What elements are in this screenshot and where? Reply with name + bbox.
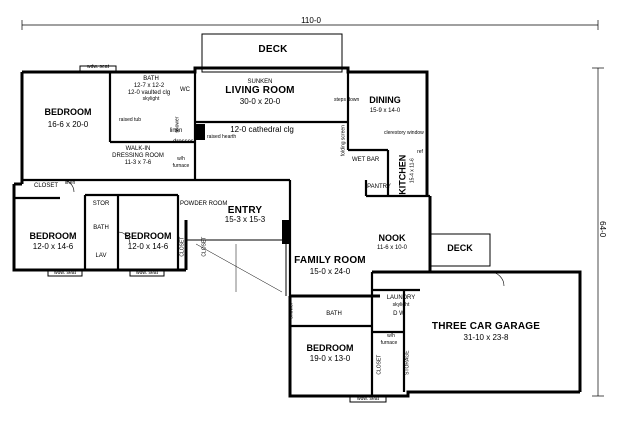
kitchen-label: KITCHEN — [397, 154, 408, 195]
ref-label: ref — [417, 149, 423, 155]
steps-down-label: steps down — [334, 97, 360, 103]
walkin-label-2: DRESSING ROOM — [112, 153, 164, 159]
garage-size: 31-10 x 23-8 — [463, 333, 509, 342]
family-room-size: 15-0 x 24-0 — [309, 267, 351, 276]
master-bedroom-label: BEDROOM — [44, 107, 92, 117]
closet-mid-label: CLOSET — [179, 236, 186, 257]
closet-entry-label: CLOSET — [201, 236, 208, 257]
bottom-bath-label: BATH — [326, 311, 342, 317]
folding-screen-label: folding screen — [340, 125, 347, 157]
hall-bath-label: BATH — [93, 225, 109, 231]
master-bath-skylight: skylight — [142, 96, 160, 102]
wc-label: WC — [180, 87, 190, 93]
stor-label: STOR — [92, 201, 110, 207]
master-bath-size: 12-7 x 12-2 — [133, 83, 165, 89]
dresser-label: dresser — [172, 139, 193, 145]
deck-right-label: DECK — [447, 243, 473, 253]
bedroom-left-size: 12-0 x 14-6 — [32, 242, 74, 251]
bottom-shower-label: shower — [288, 302, 295, 319]
wdw-seat-bottom: wdw. seat — [357, 396, 379, 402]
living-room-label: LIVING ROOM — [225, 85, 295, 96]
raised-hearth-label: raised hearth — [207, 134, 237, 140]
dining-label: DINING — [369, 95, 401, 105]
depth-dimension: 64-0 — [598, 221, 608, 238]
deck-top-label: DECK — [258, 44, 288, 55]
bedroom-mid-size: 12-0 x 14-6 — [127, 242, 169, 251]
laundry-label: LAUNDRY — [386, 295, 416, 301]
linen-left-label: linen — [64, 180, 76, 186]
living-ceiling: 12-0 cathedral clg — [230, 125, 294, 134]
kitchen-size: 15-4 x 11-6 — [409, 158, 416, 184]
linen-label: linen — [169, 128, 183, 134]
master-wdw-seat: wdw. seat — [87, 64, 109, 70]
laundry-skylight: skylight — [392, 302, 410, 308]
dryer-washer-label: D W — [393, 311, 405, 317]
storage-label: STORAGE — [404, 350, 411, 375]
living-room-size: 30-0 x 20-0 — [239, 97, 281, 106]
furnace-label-top: furnace — [172, 163, 190, 169]
wh-bottom-label: w/h — [387, 333, 395, 339]
width-dimension: 110-0 — [301, 16, 321, 25]
wet-bar-label: WET BAR — [352, 157, 380, 163]
closet-bottom-label: CLOSET — [376, 354, 383, 375]
walkin-label: WALK-IN — [125, 146, 151, 152]
family-room-label: FAMILY ROOM — [294, 255, 366, 266]
nook-size: 11-6 x 10-0 — [377, 245, 407, 251]
lav-label: LAV — [95, 253, 107, 259]
master-bath-label: BATH — [143, 76, 159, 82]
wh-label: w/h — [177, 156, 185, 162]
living-sunken-label: SUNKEN — [247, 79, 273, 85]
bedroom-mid-label: BEDROOM — [124, 231, 172, 241]
walkin-size: 11-3 x 7-6 — [124, 160, 152, 166]
master-bath-ceiling: 12-0 vaulted clg — [127, 90, 171, 96]
master-bedroom-size: 16-6 x 20-0 — [47, 120, 89, 129]
bedroom-bottom-label: BEDROOM — [306, 343, 354, 353]
closet-left-label: CLOSET — [33, 183, 58, 189]
nook-label: NOOK — [378, 233, 406, 243]
dining-size: 15-9 x 14-0 — [369, 108, 401, 114]
entry-size: 15-3 x 15-3 — [224, 215, 266, 224]
bedroom-left-label: BEDROOM — [29, 231, 77, 241]
clerestory-label: clerestory window — [384, 130, 424, 136]
pantry-label: PANTRY — [367, 184, 391, 190]
garage-label: THREE CAR GARAGE — [431, 321, 541, 332]
powder-room-label: POWDER ROOM — [180, 201, 228, 207]
raised-tub-label: raised tub — [119, 117, 141, 123]
wdw-seat-mid: wdw. seat — [136, 270, 158, 276]
entry-label: ENTRY — [227, 205, 263, 216]
furnace-bottom-label: furnace — [380, 340, 398, 346]
wdw-seat-left: wdw. seat — [54, 270, 76, 276]
bedroom-bottom-size: 19-0 x 13-0 — [309, 354, 351, 363]
